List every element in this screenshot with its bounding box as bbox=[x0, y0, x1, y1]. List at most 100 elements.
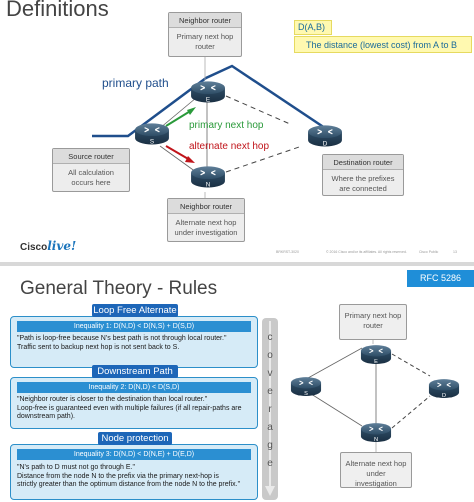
definition-meaning-box bbox=[294, 36, 472, 53]
coverage-letter: r bbox=[268, 404, 272, 415]
slide-title: General Theory - Rules bbox=[20, 278, 218, 299]
link-s-e bbox=[159, 97, 197, 129]
alternate-next-hop-arrow bbox=[165, 145, 191, 161]
router-d: D bbox=[428, 378, 460, 399]
router-label: D bbox=[323, 140, 328, 147]
callout-body: Primary next hop router bbox=[340, 305, 406, 339]
rule-panel-node-protection: Inequality 3: D(N,D) < D(N,E) + D(E,D) "… bbox=[10, 444, 258, 500]
rule-inequality: Inequality 2: D(N,D) < D(S,D) bbox=[17, 382, 251, 393]
router-label: S bbox=[304, 391, 308, 397]
definitions-slide: Definitions Neighbor router Primary next… bbox=[6, 0, 472, 255]
callout-line: router bbox=[195, 42, 215, 51]
alternate-next-hop-arrowhead bbox=[185, 156, 195, 163]
router-e: E bbox=[190, 80, 226, 103]
general-theory-slide: General Theory - Rules RFC 5286 Inequali… bbox=[0, 266, 474, 502]
router-s: S bbox=[290, 376, 322, 397]
callout-line: Primary next hop bbox=[344, 311, 402, 320]
rule-line: Traffic sent to backup next hop is not s… bbox=[17, 343, 180, 351]
rule-description: "N's path to D must not go through E." D… bbox=[17, 464, 253, 490]
callout-body: Primary next hop router bbox=[169, 29, 241, 56]
link-s-n bbox=[159, 145, 197, 173]
callout-body: Where the prefixes are connected bbox=[323, 171, 403, 195]
router-n: N bbox=[360, 422, 392, 443]
coverage-arrow bbox=[265, 321, 275, 496]
rule-inequality: Inequality 1: D(N,D) < D(N,S) + D(S,D) bbox=[17, 321, 251, 332]
primary-next-hop-arrowhead bbox=[187, 107, 196, 115]
definition-term-box bbox=[294, 20, 332, 35]
destination-router-callout: Destination router Where the prefixes ar… bbox=[322, 154, 404, 196]
topology-diagram bbox=[92, 55, 326, 198]
callout-body: Alternate next hop under investigation bbox=[168, 215, 244, 241]
rule-description: "Neighbor router is closer to the destin… bbox=[17, 396, 253, 422]
footer-page-number: 13 bbox=[453, 250, 457, 254]
coverage-bar: c o v e r a g e bbox=[262, 318, 278, 500]
rule-line: downstream path). bbox=[17, 413, 75, 420]
router-label: D bbox=[442, 393, 446, 399]
footer-classification: Cisco Public bbox=[419, 250, 439, 254]
link-s-e bbox=[307, 347, 363, 379]
router-label: E bbox=[374, 359, 378, 365]
logo-live: live! bbox=[47, 239, 77, 253]
rule-panel-loop-free-alternate: Inequality 1: D(N,D) < D(N,S) + D(S,D) "… bbox=[10, 316, 258, 368]
callout-header: Destination router bbox=[323, 155, 403, 170]
router-n: N bbox=[190, 165, 226, 188]
coverage-letter: v bbox=[267, 368, 273, 379]
rule-title-downstream-path: Downstream Path bbox=[92, 365, 178, 378]
callout-line: All calculation bbox=[68, 168, 114, 177]
callout-body: All calculation occurs here bbox=[53, 165, 129, 191]
link-n-d bbox=[225, 145, 303, 173]
rule-line: "Neighbor router is closer to the destin… bbox=[17, 396, 208, 403]
primary-next-hop-label: primary next hop bbox=[189, 120, 264, 131]
coverage-letter: e bbox=[267, 386, 273, 397]
coverage-letter: a bbox=[267, 422, 273, 433]
link-e-d bbox=[225, 95, 291, 125]
rule-title-node-protection: Node protection bbox=[98, 432, 172, 445]
rule-description: "Path is loop-free because N's best path… bbox=[17, 335, 253, 352]
footer-copyright: © 2016 Cisco and/or its affiliates. All … bbox=[326, 250, 407, 254]
rule-line: strictly greater than the optimum distan… bbox=[17, 481, 241, 488]
callout-line: Alternate next hop bbox=[175, 218, 237, 227]
slide-title: Definitions bbox=[6, 0, 109, 21]
definition-term: D(A,B) bbox=[298, 22, 325, 32]
logo-cisco: Cisco bbox=[20, 242, 48, 253]
callout-line: occurs here bbox=[71, 178, 111, 187]
primary-path-line bbox=[92, 64, 326, 138]
coverage-letter: o bbox=[267, 350, 273, 361]
primary-next-hop-arrow bbox=[165, 109, 193, 127]
callout-line: Where the prefixes bbox=[331, 174, 395, 183]
link-n-d bbox=[391, 395, 431, 429]
router-label: N bbox=[206, 181, 211, 188]
callout-header: Neighbor router bbox=[169, 13, 241, 28]
rfc-badge: RFC 5286 bbox=[407, 270, 474, 287]
router-d: D bbox=[307, 124, 343, 147]
callout-line: Primary next hop bbox=[176, 32, 234, 41]
neighbor-router-callout-bottom: Neighbor router Alternate next hop under… bbox=[167, 198, 245, 242]
callout-line: router bbox=[363, 321, 383, 330]
definition-meaning: The distance (lowest cost) from A to B bbox=[306, 40, 458, 50]
rule-inequality: Inequality 3: D(N,D) < D(N,E) + D(E,D) bbox=[17, 449, 251, 460]
slide-separator bbox=[0, 262, 474, 266]
rule-panel-downstream-path: Inequality 2: D(N,D) < D(S,D) "Neighbor … bbox=[10, 377, 258, 429]
source-router-callout: Source router All calculation occurs her… bbox=[52, 148, 130, 192]
callout-header: Source router bbox=[53, 149, 129, 164]
footer-code: BRKRST-3020 bbox=[276, 250, 299, 254]
rules-topology-diagram bbox=[307, 334, 431, 452]
callout-header: Neighbor router bbox=[168, 199, 244, 214]
primary-next-hop-callout: Primary next hop router bbox=[339, 304, 407, 340]
alternate-next-hop-callout: Alternate next hop under investigation bbox=[340, 452, 412, 488]
rule-line: Loop-free is guaranteed even with multip… bbox=[17, 404, 242, 412]
primary-path-label: primary path bbox=[102, 76, 169, 90]
router-label: S bbox=[150, 138, 154, 145]
neighbor-router-callout-top: Neighbor router Primary next hop router bbox=[168, 12, 242, 57]
router-label: N bbox=[374, 437, 378, 443]
cisco-live-logo: Ciscolive! bbox=[20, 237, 76, 255]
router-s: S bbox=[134, 122, 170, 145]
callout-body: Alternate next hop under investigation bbox=[341, 453, 411, 488]
coverage-letter: c bbox=[267, 332, 273, 343]
link-e-d bbox=[391, 353, 431, 377]
router-e: E bbox=[360, 344, 392, 365]
rule-line: "N's path to D must not go through E." bbox=[17, 464, 135, 471]
coverage-letter: e bbox=[267, 458, 273, 469]
router-label: E bbox=[206, 96, 210, 103]
link-s-n bbox=[307, 391, 363, 427]
